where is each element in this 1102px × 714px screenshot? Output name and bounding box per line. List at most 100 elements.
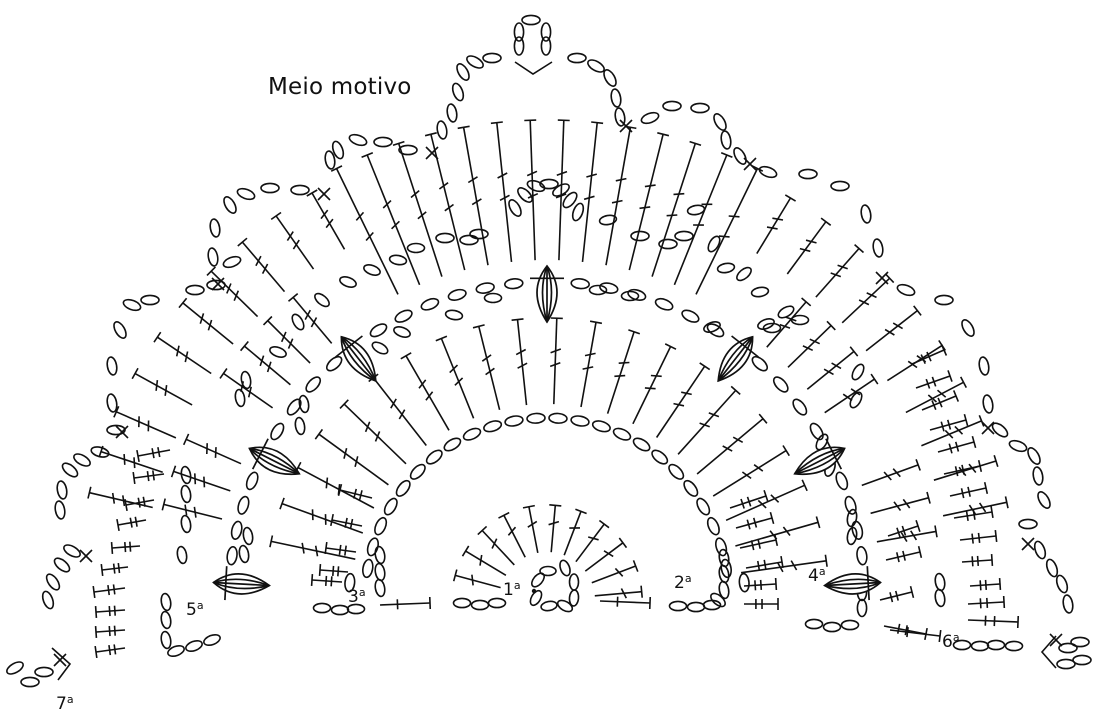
chain-stitch [856, 546, 868, 565]
stitch-cap [781, 556, 783, 568]
chain-stitch [290, 312, 306, 331]
stitch-bar [755, 580, 756, 590]
stitch-post [825, 379, 875, 413]
stitch-bar [867, 293, 877, 298]
round-label-3: 3a [348, 587, 366, 606]
stitch-post [276, 216, 313, 269]
stitch-bar [978, 556, 979, 566]
stitch-bar [156, 380, 157, 391]
stitch-cap [112, 542, 113, 554]
stitch-bar [234, 291, 238, 301]
chain-stitch [244, 471, 260, 491]
chain-stitch [1008, 439, 1028, 454]
chain-stitch [106, 393, 118, 412]
stitch-post [373, 378, 426, 446]
stitch-bar [897, 552, 899, 562]
chain-stitch [602, 68, 619, 88]
stitch-bar [973, 510, 975, 520]
chain-stitch [304, 375, 323, 395]
chain-stitch [831, 181, 849, 190]
stitch-cap [939, 630, 940, 642]
stitch-post [312, 193, 345, 249]
chain-stitch [631, 231, 649, 240]
stitch-cap [101, 564, 102, 576]
stitch-post [585, 543, 623, 571]
stitch-cap [117, 519, 119, 531]
stitch-bar [109, 645, 110, 655]
stitch-cap [783, 446, 789, 456]
stitch-bar [118, 563, 119, 573]
stitch-post [583, 123, 598, 262]
stitch-post [367, 155, 419, 285]
chain-stitch [556, 598, 574, 614]
stitch-cap [320, 564, 321, 576]
chain-stitch [681, 478, 700, 498]
stitch-cap [785, 195, 795, 201]
chain-stitch [314, 603, 331, 612]
chain-stitch [374, 546, 386, 564]
chain-stitch [1055, 574, 1070, 594]
stitch-bar [158, 447, 160, 457]
chain-stitches [5, 15, 1091, 686]
stitch-bar [204, 477, 205, 488]
stitch-cap [992, 554, 993, 566]
stitch-cap [154, 332, 161, 342]
chain-stitch [1057, 659, 1075, 668]
chain-stitch [702, 320, 721, 334]
chain-stitch [313, 291, 332, 309]
chain-stitch [475, 282, 495, 295]
stitch-bar [383, 201, 391, 208]
chain-stitch [331, 140, 346, 160]
chain-stitch [186, 285, 204, 294]
stitch-post [962, 560, 992, 562]
chain-stitch [590, 286, 607, 295]
chain-stitch [226, 546, 238, 565]
chain-stitch [442, 436, 462, 454]
stitch-bar [962, 465, 964, 475]
stitch-cap [995, 530, 996, 542]
chain-stitch [374, 579, 386, 597]
stitch-post [678, 390, 736, 454]
stitch-post [934, 461, 996, 480]
chain-stitch [485, 294, 502, 303]
stitch-bar [752, 540, 754, 550]
stitch-bar [615, 568, 622, 576]
stitch-cap [871, 374, 878, 384]
stitch-post [697, 419, 763, 474]
chain-stitch [465, 54, 485, 71]
stitch-bar [967, 511, 969, 521]
stitch-bar [645, 388, 656, 389]
chain-stitch [610, 88, 622, 107]
chain-stitch [389, 254, 407, 266]
chain-stitch [694, 496, 711, 516]
stitch-cap [499, 513, 510, 519]
right-junction [1042, 636, 1056, 668]
stitch-post [633, 347, 671, 424]
stitch-bar [980, 580, 981, 590]
chain-stitch [373, 516, 389, 536]
chain-stitch [571, 202, 586, 222]
chain-stitch [612, 426, 632, 442]
chain-stitch [362, 559, 375, 578]
stitch-cap [1000, 578, 1001, 590]
chain-stitch [160, 593, 172, 611]
chain-stitch [483, 419, 503, 434]
chain-stitch [176, 546, 188, 564]
chain-stitch [180, 515, 192, 533]
chain-stitch [571, 278, 590, 289]
chain-stitch [872, 238, 884, 257]
stitch-post [968, 602, 1004, 604]
chain-stitch [522, 15, 540, 24]
chain-stitch [1033, 540, 1048, 560]
stitch-post [399, 144, 442, 277]
stitch-post [866, 311, 917, 351]
stitch-bar [674, 194, 685, 195]
stitch-cap [137, 450, 139, 462]
chain-stitch [222, 255, 242, 270]
chain-stitch [714, 537, 728, 557]
stitch-bar [955, 426, 963, 434]
stitch-post [337, 169, 398, 295]
stitch-post [554, 318, 557, 404]
stitch-bar [859, 300, 869, 305]
stitch-post [455, 575, 500, 587]
